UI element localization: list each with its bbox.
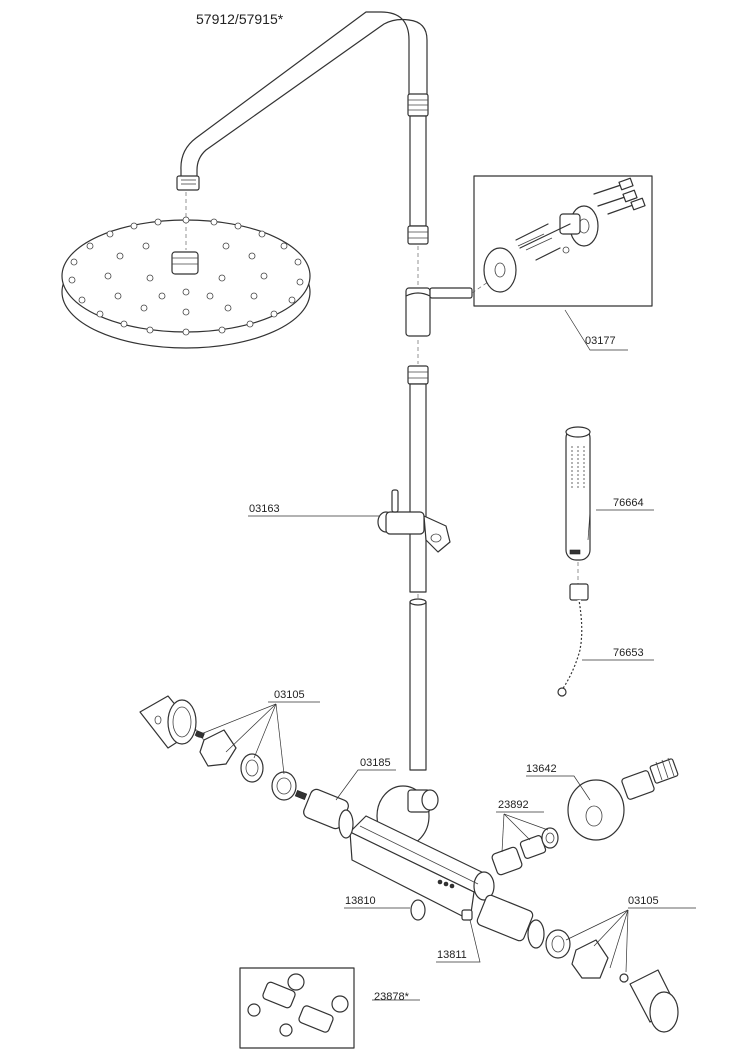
callout-76664: 76664 [613,497,644,509]
overhead-shower-head [61,192,311,349]
callout-03177: 03177 [585,335,616,347]
slide-holder [377,489,451,553]
nozzle-holes [68,216,304,336]
callout-13810: 13810 [345,895,376,907]
riser-thread-mid [407,225,429,245]
leader-lines [195,309,696,1001]
model-number-title: 57912/57915* [196,11,284,27]
riser-thread-lower [407,365,429,385]
callout-03105-left: 03105 [274,689,305,701]
hand-shower-nozzles [571,446,585,490]
wall-bracket-connector [405,281,489,364]
right-handle-assembly [476,894,679,1033]
thermostat-body [349,785,495,921]
callout-76653: 76653 [613,647,644,659]
callout-13811: 13811 [437,949,467,961]
riser-tube [409,383,427,593]
main-riser-pipe [407,365,429,771]
right-inlet-parts [491,757,679,876]
upper-riser [407,93,429,286]
arm-nut [176,175,200,191]
check-valve-frame [239,967,355,1049]
right-cartridge [476,894,534,942]
callout-13642: 13642 [526,763,557,775]
callout-03105-right: 03105 [628,895,659,907]
wall-bracket-detail-box [473,175,653,307]
riser-bottom-tube [409,601,427,771]
callout-labels: 03177 03163 76664 76653 03105 03185 1364… [249,335,659,1003]
riser-upper-tube [409,115,427,227]
detail-frame [473,175,653,307]
shower-arm [176,11,428,191]
callout-03163: 03163 [249,503,280,515]
callout-23892: 23892 [498,799,529,811]
right-clutch [571,939,609,979]
callout-23878: 23878* [374,991,410,1003]
callout-03185: 03185 [360,757,391,769]
hand-shower [565,426,591,584]
shower-hose [557,583,589,697]
left-clutch [199,729,237,767]
left-handle-assembly [139,695,354,839]
check-valve-box [239,967,355,1049]
shower-head-connector [171,251,199,275]
